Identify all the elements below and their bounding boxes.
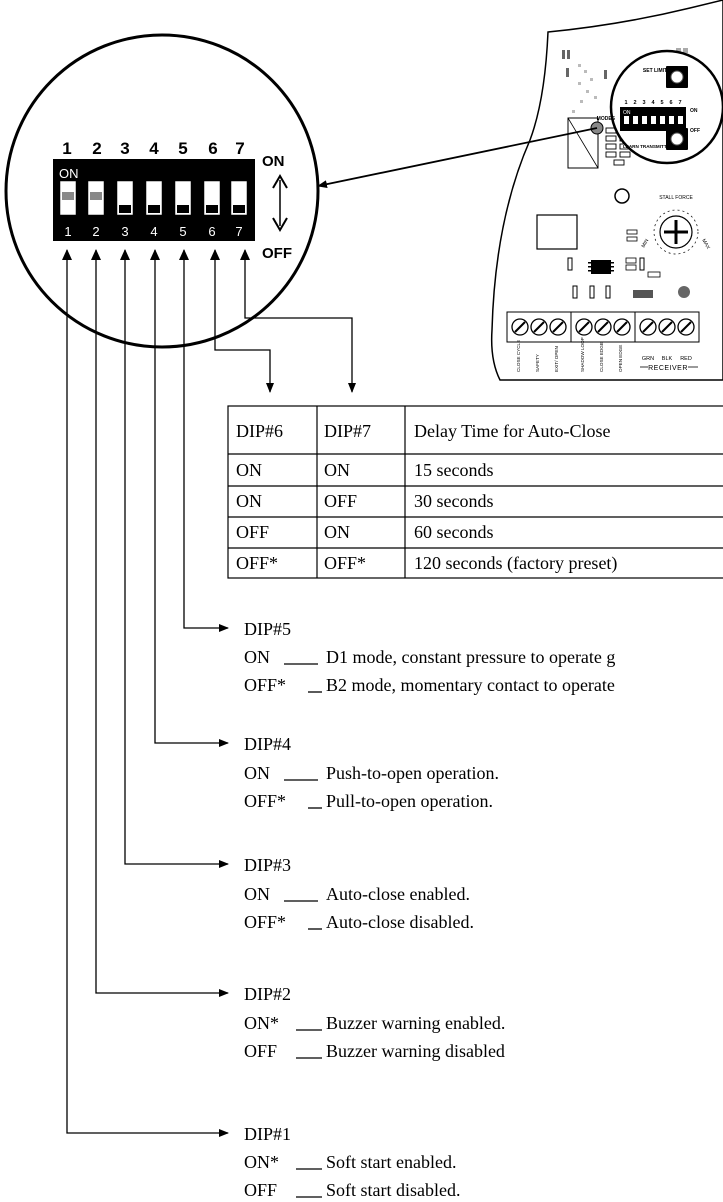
terminal-label: OPEN EDGE <box>618 345 623 372</box>
svg-text:4: 4 <box>651 100 655 106</box>
mini-off-label: OFF <box>690 128 700 134</box>
dip-title: DIP#4 <box>244 734 291 754</box>
dip-title: DIP#3 <box>244 855 291 875</box>
dip-off-text: Buzzer warning disabled <box>326 1041 505 1061</box>
dip-off-key: OFF* <box>244 791 286 811</box>
switch-number: 4 <box>149 139 159 158</box>
table-header: DIP#6 <box>236 421 283 441</box>
dip-on-text: D1 mode, constant pressure to operate g <box>326 647 615 667</box>
switch-number: 3 <box>121 224 128 239</box>
dip-title: DIP#1 <box>244 1124 291 1144</box>
dip-on-key: ON* <box>244 1013 279 1033</box>
receiver-wire-label: GRN <box>642 356 654 362</box>
dip-off-key: OFF <box>244 1041 277 1061</box>
terminal-label: CLOSE EDGE <box>599 342 604 372</box>
table-cell: ON <box>324 460 350 480</box>
dip1-description: DIP#1 ON* Soft start enabled. OFF Soft s… <box>244 1124 460 1200</box>
table-header: DIP#7 <box>324 421 371 441</box>
dip-off-text: B2 mode, momentary contact to operate <box>326 675 615 695</box>
switch-number: 7 <box>235 224 242 239</box>
svg-text:ON: ON <box>623 110 631 116</box>
dip-off-text: Soft start disabled. <box>326 1180 460 1200</box>
dip-off-key: OFF* <box>244 912 286 932</box>
dip-on-key: ON <box>244 884 270 904</box>
block-on-label: ON <box>59 166 79 181</box>
table-cell: OFF <box>236 522 269 542</box>
receiver-label: RECEIVER <box>648 365 688 372</box>
dip-on-key: ON <box>244 647 270 667</box>
receiver-wire-label: BLK <box>662 356 673 362</box>
dip-title: DIP#5 <box>244 619 291 639</box>
svg-text:2: 2 <box>633 100 636 106</box>
dip-off-key: OFF* <box>244 675 286 695</box>
switch-number: 7 <box>235 139 244 158</box>
table-cell: OFF* <box>324 553 366 573</box>
switch-number: 6 <box>208 224 215 239</box>
terminal-label: EXIT/ OPEN <box>554 346 559 372</box>
svg-text:6: 6 <box>669 100 672 106</box>
zoom-pointer-arrow <box>317 127 598 189</box>
switch-number: 5 <box>178 139 187 158</box>
terminal-label: CLOSE CYCLE <box>516 340 521 372</box>
switch-number: 5 <box>179 224 186 239</box>
svg-text:7: 7 <box>678 100 681 106</box>
dip-on-text: Soft start enabled. <box>326 1152 456 1172</box>
dip-off-text: Auto-close disabled. <box>326 912 474 932</box>
switch-number: 2 <box>92 139 101 158</box>
terminal-label: SAFETY <box>535 354 540 372</box>
switch-arrowheads <box>62 249 250 260</box>
dip-off-text: Pull-to-open operation. <box>326 791 493 811</box>
learn-transmitter-label: LEARN TRANSMITTER <box>623 144 674 149</box>
table-cell: 120 seconds (factory preset) <box>414 553 617 574</box>
table-cell: ON <box>236 460 262 480</box>
dip3-description: DIP#3 ON Auto-close enabled. OFF* Auto-c… <box>244 855 474 932</box>
switch-number: 4 <box>150 224 157 239</box>
dip-on-key: ON* <box>244 1152 279 1172</box>
dip-on-text: Buzzer warning enabled. <box>326 1013 505 1033</box>
table-cell: 30 seconds <box>414 491 494 511</box>
delay-table: DIP#6 DIP#7 Delay Time for Auto-Close ON… <box>227 405 723 579</box>
svg-text:3: 3 <box>642 100 645 106</box>
dip-title: DIP#2 <box>244 984 291 1004</box>
table-cell: 60 seconds <box>414 522 494 542</box>
dip-on-text: Push-to-open operation. <box>326 763 499 783</box>
dip-on-text: Auto-close enabled. <box>326 884 470 904</box>
terminal-label: SHADOW LOOP <box>580 337 585 372</box>
set-limit-label: SET LIMIT <box>643 68 667 74</box>
table-cell: ON <box>236 491 262 511</box>
min-label: MIN <box>641 238 651 249</box>
switch-number: 1 <box>62 139 71 158</box>
dip-on-key: ON <box>244 763 270 783</box>
table-cell: OFF <box>324 491 357 511</box>
switch-number: 3 <box>120 139 129 158</box>
dip-switch-magnifier: 1 2 3 4 5 6 7 ON <box>4 33 320 349</box>
svg-text:5: 5 <box>660 100 663 106</box>
receiver-wire-label: RED <box>680 356 692 362</box>
max-label: MAX <box>700 238 711 251</box>
table-header: Delay Time for Auto-Close <box>414 421 611 441</box>
switch-number: 1 <box>64 224 71 239</box>
table-cell: OFF* <box>236 553 278 573</box>
modes-label: MODES <box>597 116 616 122</box>
switch-number: 2 <box>92 224 99 239</box>
on-off-arrow-icon <box>272 174 288 232</box>
stall-force-label: STALL FORCE <box>659 195 693 201</box>
table-cell: ON <box>324 522 350 542</box>
switch-number: 6 <box>208 139 217 158</box>
svg-text:1: 1 <box>624 100 627 106</box>
table-cell: 15 seconds <box>414 460 494 480</box>
dip5-description: DIP#5 ON D1 mode, constant pressure to o… <box>244 619 615 695</box>
dip-off-key: OFF <box>244 1180 277 1200</box>
dip4-description: DIP#4 ON Push-to-open operation. OFF* Pu… <box>244 734 499 811</box>
dip2-description: DIP#2 ON* Buzzer warning enabled. OFF Bu… <box>244 984 505 1061</box>
side-on-label: ON <box>262 153 285 170</box>
mini-on-label: ON <box>690 108 698 114</box>
side-off-label: OFF <box>262 245 292 262</box>
